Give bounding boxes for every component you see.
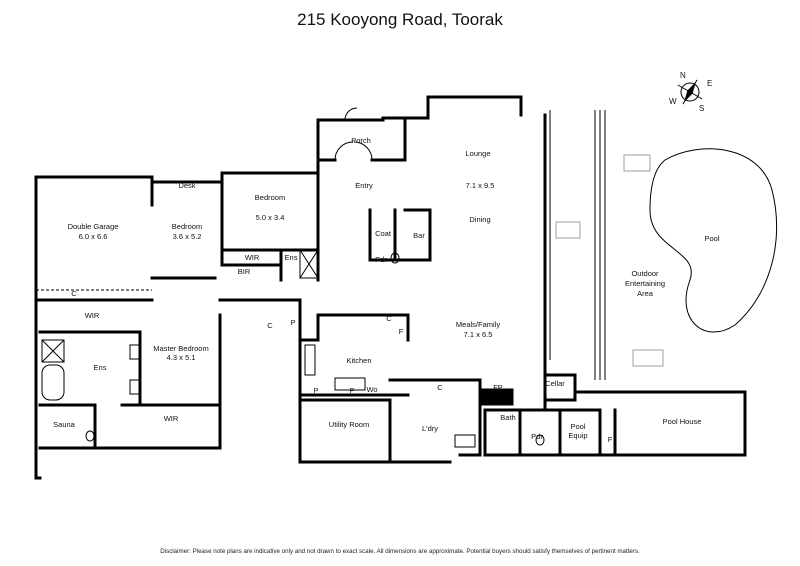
label-lounge-dim: 7.1 x 9.5 (466, 181, 495, 190)
label-outdoor-1: Outdoor (631, 269, 659, 278)
label-garage-dim: 6.0 x 6.6 (79, 232, 108, 241)
label-utility: Utility Room (329, 420, 369, 429)
label-ldry: L'dry (422, 424, 438, 433)
details (36, 107, 778, 448)
label-coat: Coat (375, 229, 392, 238)
bar-wall (368, 208, 432, 262)
shower (41, 339, 65, 363)
label-wo: Wo (366, 385, 377, 394)
label-garage: Double Garage (68, 222, 119, 231)
label-bir: BIR (238, 267, 251, 276)
label-wir1: WIR (245, 253, 260, 262)
kitchen-bench (334, 377, 366, 391)
cooktop (304, 344, 316, 376)
label-bar: Bar (413, 231, 425, 240)
sink-2 (129, 379, 141, 395)
plan-title: 215 Kooyong Road, Toorak (297, 10, 503, 29)
sauna-wall (38, 403, 97, 450)
label-lounge: Lounge (465, 149, 490, 158)
label-pdr2: Pdr (531, 432, 543, 441)
label-pool: Pool (704, 234, 719, 243)
laundry-sink (454, 434, 476, 448)
garage-wall (34, 175, 154, 207)
compass-w: W (669, 97, 677, 106)
master-outer-wall (34, 298, 42, 480)
label-pool-house: Pool House (663, 417, 702, 426)
bathtub (41, 364, 65, 401)
ens1-shower (299, 249, 319, 279)
toilet-1 (85, 430, 95, 442)
toilet-2 (390, 252, 400, 264)
label-bedroom2: Bedroom (172, 222, 202, 231)
bedroom-wing-wall (150, 158, 320, 184)
label-wir3: WIR (164, 414, 179, 423)
pool-house-wall (573, 390, 747, 457)
label-outdoor-2: Entertaining (625, 279, 665, 288)
walls (34, 95, 747, 480)
cellar-wall (543, 373, 577, 402)
porch-door-right (353, 141, 373, 161)
pavers (555, 154, 664, 367)
label-bedroom1: Bedroom (255, 193, 285, 202)
label-ens1: Ens (285, 253, 298, 262)
label-wir2: WIR (85, 311, 100, 320)
porch-wall (316, 118, 385, 162)
label-bedroom1-dim: 5.0 x 3.4 (256, 213, 285, 222)
label-desk: Desk (178, 181, 195, 190)
label-c3: C (437, 383, 443, 392)
compass-n: N (680, 71, 686, 80)
porch-right-wall (381, 116, 407, 162)
label-fp: FP (493, 383, 503, 392)
label-kitchen: Kitchen (346, 356, 371, 365)
label-meals: Meals/Family (456, 320, 500, 329)
label-dining: Dining (469, 215, 490, 224)
label-c-garage: C (71, 289, 77, 298)
kitchen-wall (298, 313, 410, 342)
label-meals-dim: 7.1 x 6.5 (464, 330, 493, 339)
toilet-3 (535, 434, 545, 446)
label-master: Master Bedroom (153, 344, 208, 353)
laundry-wall (388, 378, 482, 457)
label-f1: F (399, 327, 404, 336)
utility-wall (298, 398, 392, 464)
master-bottom-wall (38, 403, 222, 450)
label-pool-equip-2: Equip (568, 431, 587, 440)
disclaimer: Disclaimer: Please note plans are indica… (160, 548, 640, 555)
label-porch: Porch (351, 136, 371, 145)
label-c2: C (386, 314, 392, 323)
label-bath: Bath (500, 413, 515, 422)
compass-e: E (707, 79, 712, 88)
label-p3: P (349, 386, 354, 395)
pdr-wall (518, 408, 562, 457)
label-master-dim: 4.3 x 5.1 (167, 353, 196, 362)
label-pdr1: Pdr (375, 255, 387, 264)
label-p2: P (313, 386, 318, 395)
label-entry: Entry (355, 181, 373, 190)
sink-1 (129, 344, 141, 360)
label-pool-equip-1: Pool (570, 422, 585, 431)
label-outdoor-3: Area (637, 289, 654, 298)
label-cellar: Cellar (545, 379, 565, 388)
fireplace (480, 388, 514, 406)
label-p1: P (290, 318, 295, 327)
compass-icon (677, 79, 703, 105)
lounge-top-wall (403, 95, 523, 120)
compass-s: S (699, 104, 704, 113)
pool-outline (649, 148, 778, 333)
label-f2: F (608, 435, 613, 444)
porch-door-left (334, 141, 354, 161)
label-ens2: Ens (94, 363, 107, 372)
label-c1: C (267, 321, 273, 330)
label-sauna: Sauna (53, 420, 76, 429)
porch-top-door (344, 107, 358, 121)
pool-equip-wall (558, 408, 602, 457)
label-bedroom2-dim: 3.6 x 5.2 (173, 232, 202, 241)
